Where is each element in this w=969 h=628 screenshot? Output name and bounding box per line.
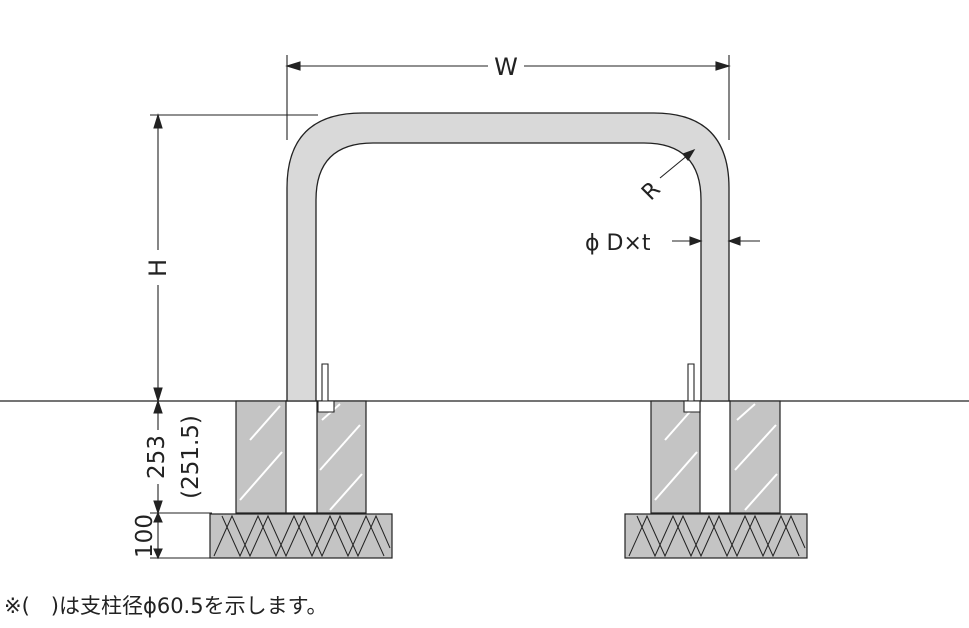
base-thickness-label: 100 — [132, 514, 158, 558]
width-label: W — [494, 53, 518, 81]
footnote: ※( )は支柱径ϕ60.5を示します。 — [4, 594, 328, 618]
pipe-spec-label: ϕ D×t — [585, 231, 651, 256]
gravel-base-right — [624, 513, 808, 559]
sleeve-left — [285, 400, 318, 514]
height-label: H — [144, 259, 172, 277]
width-dimension — [285, 55, 731, 140]
base-thickness-dimension — [150, 511, 212, 560]
embed-depth-alt-label: (251.5) — [178, 415, 204, 499]
radius-label: R — [637, 177, 665, 205]
embed-depth-dimension — [150, 399, 212, 515]
gravel-base-left — [209, 513, 393, 559]
pipe-diameter-dimension — [672, 236, 760, 246]
radius-dimension — [659, 148, 696, 179]
height-dimension — [150, 113, 318, 403]
embed-depth-label: 253 — [144, 435, 170, 479]
sleeve-right — [699, 400, 731, 514]
lock-bracket-right — [683, 363, 701, 413]
lock-bracket-left — [317, 363, 335, 413]
u-pipe — [286, 112, 730, 402]
